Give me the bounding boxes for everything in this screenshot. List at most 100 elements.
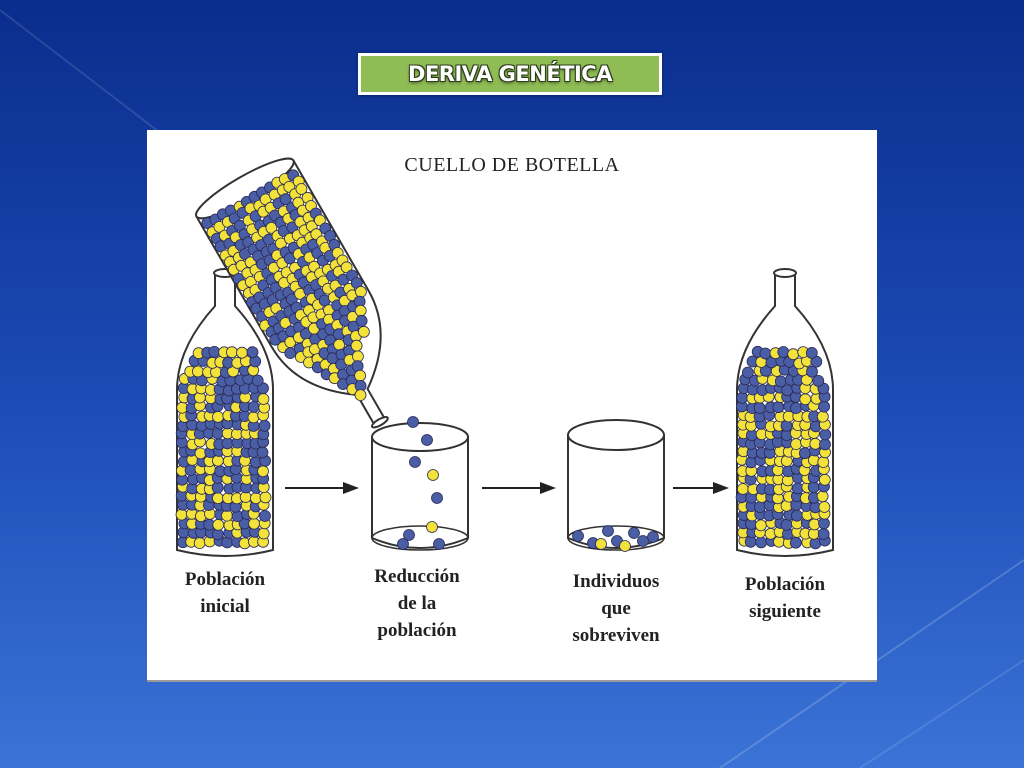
yellow-allele-bead	[212, 518, 225, 531]
blue-allele-bead	[772, 401, 785, 414]
arrow-1	[285, 482, 359, 494]
yellow-allele-bead	[259, 491, 272, 504]
stage-label-initial: Población inicial	[184, 569, 266, 617]
survivors-cylinder	[567, 419, 665, 551]
blue-allele-bead	[777, 346, 790, 358]
yellow-allele-bead	[619, 540, 631, 552]
yellow-allele-bead	[817, 456, 830, 469]
yellow-allele-bead	[257, 527, 270, 540]
blue-allele-bead	[647, 531, 659, 543]
blue-allele-bead	[742, 366, 754, 379]
yellow-allele-bead	[816, 490, 829, 503]
blue-allele-bead	[251, 374, 264, 387]
yellow-allele-bead	[350, 339, 363, 352]
yellow-allele-bead	[212, 410, 224, 423]
blue-allele-bead	[806, 365, 818, 378]
blue-allele-bead	[431, 492, 443, 504]
yellow-allele-bead	[354, 304, 367, 317]
blue-allele-bead	[572, 530, 584, 542]
blue-allele-bead	[355, 314, 368, 327]
blue-allele-bead	[817, 528, 830, 540]
yellow-allele-bead	[818, 501, 831, 513]
blue-allele-bead	[637, 535, 649, 547]
blue-allele-bead	[279, 193, 292, 206]
bottleneck-diagram	[175, 157, 834, 557]
blue-allele-bead	[790, 402, 802, 415]
yellow-allele-bead	[427, 469, 439, 481]
blue-allele-bead	[746, 429, 758, 442]
blue-allele-bead	[753, 501, 766, 514]
blue-allele-bead	[351, 360, 364, 373]
yellow-allele-bead	[193, 537, 206, 550]
blue-allele-bead	[812, 374, 825, 387]
yellow-allele-bead	[212, 454, 224, 467]
yellow-allele-bead	[295, 183, 308, 195]
yellow-allele-bead	[737, 483, 749, 495]
blue-allele-bead	[208, 345, 221, 358]
arrow-3	[673, 482, 729, 494]
blue-allele-bead	[789, 536, 802, 549]
yellow-allele-bead	[236, 346, 248, 359]
blue-allele-bead	[799, 447, 811, 460]
blue-allele-bead	[602, 525, 614, 537]
yellow-allele-bead	[357, 325, 370, 338]
blue-allele-bead	[736, 391, 749, 404]
blue-allele-bead	[403, 529, 415, 541]
yellow-allele-bead	[226, 346, 238, 359]
stage-label-next: Población siguiente	[744, 574, 826, 622]
stage-label-survivors: Individuos que sobreviven	[572, 571, 660, 646]
blue-allele-bead	[759, 347, 772, 360]
blue-allele-bead	[397, 538, 409, 550]
yellow-allele-bead	[247, 411, 260, 424]
blue-allele-bead	[791, 509, 803, 522]
yellow-allele-bead	[212, 492, 224, 505]
yellow-allele-bead	[354, 285, 367, 298]
yellow-allele-bead	[257, 393, 270, 405]
blue-allele-bead	[628, 527, 640, 539]
yellow-allele-bead	[313, 214, 326, 227]
yellow-allele-bead	[248, 517, 260, 530]
yellow-allele-bead	[755, 519, 767, 532]
blue-allele-bead	[433, 538, 445, 550]
yellow-allele-bead	[192, 365, 204, 378]
blue-allele-bead	[755, 536, 768, 549]
yellow-allele-bead	[340, 261, 353, 274]
yellow-allele-bead	[354, 389, 367, 402]
stage-label-reduction: Reducción de la población	[374, 566, 460, 641]
yellow-allele-bead	[818, 473, 831, 486]
arrow-2	[482, 482, 556, 494]
blue-allele-bead	[409, 456, 421, 468]
yellow-allele-bead	[595, 538, 607, 550]
diagram-title: CUELLO DE BOTELLA	[404, 154, 620, 176]
next-bottle-mouth	[773, 268, 797, 278]
yellow-allele-bead	[773, 535, 785, 548]
yellow-allele-bead	[790, 438, 802, 451]
blue-allele-bead	[259, 510, 271, 522]
blue-allele-bead	[819, 428, 832, 441]
blue-allele-bead	[221, 536, 234, 549]
blue-allele-bead	[221, 437, 234, 450]
diagram-panel: CUELLO DE BOTELLA Población inicial Redu…	[147, 130, 877, 682]
blue-allele-bead	[774, 375, 787, 388]
blue-allele-bead	[211, 427, 224, 440]
blue-allele-bead	[805, 346, 818, 359]
yellow-allele-bead	[354, 369, 367, 382]
yellow-allele-bead	[175, 508, 188, 521]
yellow-allele-bead	[799, 393, 812, 406]
reduction-cylinder	[371, 422, 469, 551]
slide-title: DERIVA GENÉTICA	[358, 53, 662, 95]
blue-allele-bead	[407, 416, 419, 428]
yellow-allele-bead	[816, 410, 829, 423]
blue-allele-bead	[247, 401, 260, 413]
allele-beads	[175, 169, 832, 552]
blue-allele-bead	[246, 346, 259, 359]
next-bottle	[736, 272, 834, 557]
yellow-allele-bead	[265, 222, 278, 234]
blue-allele-bead	[258, 419, 271, 432]
blue-allele-bead	[780, 518, 793, 531]
initial-bottle	[176, 272, 274, 557]
yellow-allele-bead	[257, 465, 269, 478]
yellow-allele-bead	[426, 521, 438, 533]
blue-allele-bead	[421, 434, 433, 446]
blue-allele-bead	[819, 438, 831, 451]
